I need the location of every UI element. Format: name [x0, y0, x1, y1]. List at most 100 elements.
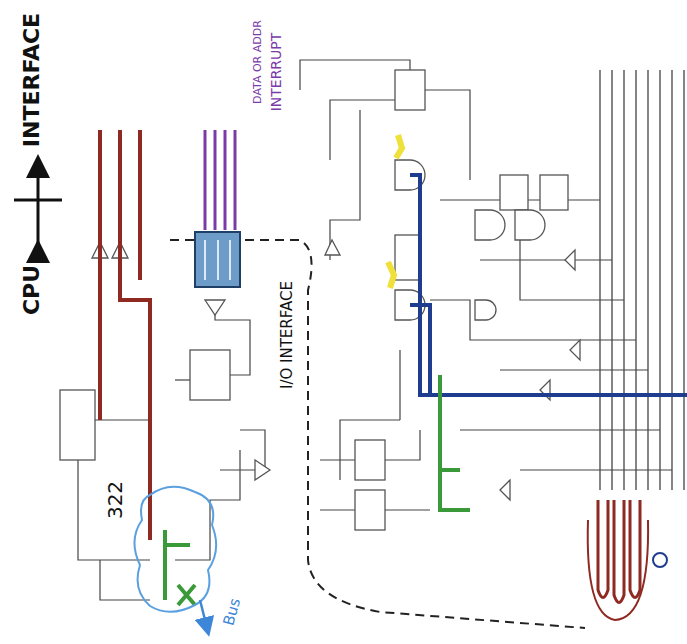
component-boxes: [500, 175, 528, 210]
wires: [460, 429, 660, 430]
buffer-symbols: [570, 340, 580, 360]
buffer-symbols: [92, 240, 580, 500]
wires: [385, 509, 430, 510]
wires: [500, 369, 648, 370]
bus-note: Bus: [220, 597, 243, 628]
green-wires: [440, 375, 470, 510]
purple-wires: [234, 130, 237, 230]
buffer-symbols: [325, 240, 340, 255]
component-boxes: [395, 235, 421, 280]
purple-wires: [214, 130, 217, 230]
component-boxes: [540, 175, 568, 210]
wires: [78, 460, 150, 560]
red-wires: [138, 130, 142, 280]
component-boxes: [190, 350, 230, 400]
logic-gates: [475, 210, 505, 240]
cpu-interface-arrow: [14, 160, 62, 245]
blue-register: [195, 232, 240, 287]
buffer-symbols: [565, 250, 575, 270]
blue-cloud: [134, 487, 216, 612]
signal-note: INTERRUPT: [269, 33, 284, 112]
wires: [430, 300, 636, 340]
purple-wires: [224, 130, 227, 230]
block-title: CPU: [20, 265, 44, 315]
component-boxes: [395, 70, 425, 110]
green-wires: [165, 375, 470, 605]
bus-lines: [611, 70, 612, 490]
blue-bus-path: [410, 175, 687, 395]
green-wires: [163, 530, 167, 600]
cpu-interface-arrow: [14, 199, 62, 202]
wires: [399, 350, 400, 420]
callout-number: 322: [104, 481, 126, 519]
logic-gates: [515, 210, 545, 240]
boundary-dashed: [170, 240, 585, 628]
bus-lines: [647, 70, 648, 490]
green-wires: [165, 543, 190, 547]
wires: [95, 419, 150, 420]
purple-wires: [204, 130, 207, 230]
buffer-symbols: [205, 300, 225, 315]
buffer-symbols: [500, 480, 510, 500]
wires: [340, 420, 400, 480]
component-boxes: [355, 440, 385, 480]
boundary-dashed: [170, 240, 585, 628]
signal-note: DATA OR ADDR: [252, 20, 264, 104]
purple-wires: [205, 130, 235, 230]
logic-gates: [475, 300, 496, 320]
block-title: INTERFACE: [20, 13, 44, 147]
bus-lines: [671, 70, 672, 490]
wires: [330, 110, 360, 260]
red-loops: [630, 500, 640, 598]
wires: [480, 259, 612, 260]
blue-bus-path: [410, 175, 687, 395]
red-wires: [100, 130, 150, 540]
blue-register: [217, 240, 219, 280]
blue-cloud: [134, 487, 216, 612]
yellow-highlights: [388, 262, 394, 288]
blue-marker-circle: [653, 553, 667, 567]
wires: [320, 459, 355, 460]
wires: [330, 100, 395, 160]
bus-lines: [623, 70, 624, 490]
bus-lines: [599, 70, 600, 490]
yellow-highlights: [388, 135, 402, 288]
wires: [300, 60, 410, 90]
wires: [520, 469, 672, 470]
wires: [175, 379, 190, 380]
red-loops: [598, 500, 608, 598]
wires: [100, 560, 150, 600]
component-boxes: [60, 390, 95, 460]
logic-gates: [395, 160, 545, 320]
red-loops: [588, 520, 648, 620]
red-wires: [120, 130, 150, 540]
blue-register: [195, 232, 240, 287]
wires: [78, 60, 672, 600]
blue-register: [229, 240, 231, 280]
blue-register: [204, 240, 206, 280]
bus-lines: [635, 70, 636, 490]
blue-marker-circle: [653, 553, 667, 567]
yellow-highlights: [396, 135, 402, 158]
green-wires: [178, 585, 195, 605]
region-label: I/O INTERFACE: [279, 281, 296, 389]
red-loops: [588, 500, 648, 620]
bus-arrow: [200, 600, 208, 632]
wires: [425, 90, 470, 180]
buffer-symbols: [255, 460, 270, 480]
green-wires: [440, 468, 460, 472]
bus-arrow: [200, 600, 208, 632]
bus-lines: [600, 70, 684, 490]
bus-lines: [683, 70, 684, 490]
red-loops: [614, 500, 624, 603]
red-wires: [98, 130, 102, 420]
bus-lines: [659, 70, 660, 490]
cpu-interface-arrow: [37, 160, 40, 245]
wires: [385, 430, 420, 460]
component-boxes: [355, 490, 385, 530]
wires: [520, 230, 624, 300]
blue-bus-path: [410, 305, 430, 395]
wires: [320, 509, 355, 510]
